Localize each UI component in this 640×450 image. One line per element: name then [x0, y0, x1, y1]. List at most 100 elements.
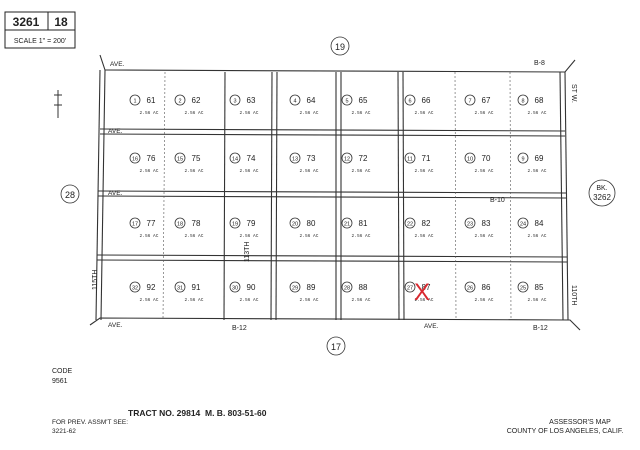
svg-text:CODE: CODE: [52, 368, 73, 375]
parcel-acreage: 2.56 AC: [415, 110, 434, 116]
parcel-number[interactable]: 88: [359, 283, 368, 292]
parcel-acreage: 2.56 AC: [475, 297, 494, 303]
parcel-acreage: 2.56 AC: [415, 297, 434, 303]
parcel-circle-number: 15: [177, 157, 183, 163]
parcel-number[interactable]: 81: [359, 219, 368, 228]
parcel-number[interactable]: 68: [535, 96, 544, 105]
parcel-acreage: 2.56 AC: [528, 297, 547, 303]
parcel-acreage: 2.56 AC: [300, 233, 319, 239]
book-number: 3261: [13, 15, 40, 29]
parcel-number[interactable]: 79: [247, 219, 256, 228]
parcel-circle-number: 5: [345, 99, 348, 105]
parcel-number[interactable]: 91: [192, 283, 201, 292]
parcel-circle: [464, 152, 476, 164]
parcel-number[interactable]: 89: [307, 283, 316, 292]
svg-text:3262: 3262: [593, 193, 611, 202]
parcel-acreage: 2.56 AC: [140, 297, 159, 303]
parcel-number[interactable]: 69: [535, 154, 544, 163]
parcel-acreage: 2.56 AC: [528, 168, 547, 174]
parcel-circle-number: 18: [177, 222, 183, 228]
parcel-number[interactable]: 75: [192, 154, 201, 163]
parcel-circle-number: 13: [292, 157, 298, 163]
parcel-number[interactable]: 61: [147, 96, 156, 105]
parcel-circle: [517, 217, 529, 229]
parcel-acreage: 2.56 AC: [140, 110, 159, 116]
parcel-circle: [174, 217, 186, 229]
parcel-number[interactable]: 82: [422, 219, 431, 228]
parcel-acreage: 2.56 AC: [240, 297, 259, 303]
prev-assessment: FOR PREV. ASSM'T SEE: 3221-62: [52, 419, 128, 435]
parcel-circle-number: 20: [292, 222, 298, 228]
parcel-circle-number: 30: [232, 286, 238, 292]
parcel-circle-number: 14: [232, 157, 238, 163]
street-label: AVE.: [108, 128, 123, 135]
parcel-acreage: 2.56 AC: [300, 110, 319, 116]
parcel-circle: [464, 94, 476, 106]
street-label: AVE.: [108, 322, 123, 329]
parcel-circle-number: 25: [520, 286, 526, 292]
parcel-number[interactable]: 64: [307, 96, 316, 105]
parcel-number[interactable]: 78: [192, 219, 201, 228]
parcel-acreage: 2.56 AC: [352, 297, 371, 303]
parcel-number[interactable]: 85: [535, 283, 544, 292]
parcel-circle: [404, 94, 416, 106]
book-ref-right[interactable]: BK. 3262: [588, 179, 616, 207]
parcel-circle-number: 7: [468, 99, 471, 105]
street-label: AVE.: [108, 190, 123, 197]
sheet-ref-left[interactable]: 28: [60, 184, 80, 204]
block-ref-bottom-right: B-12: [533, 325, 548, 332]
parcel-acreage: 2.56 AC: [240, 233, 259, 239]
parcel-number[interactable]: 70: [482, 154, 491, 163]
parcel-number[interactable]: 62: [192, 96, 201, 105]
parcel-circle-number: 11: [407, 157, 413, 163]
parcel-acreage: 2.56 AC: [300, 168, 319, 174]
parcel-number[interactable]: 84: [535, 219, 544, 228]
parcel-circle: [289, 152, 301, 164]
parcel-acreage: 2.56 AC: [240, 110, 259, 116]
parcel-acreage: 2.56 AC: [185, 297, 204, 303]
parcel-circle: [341, 281, 353, 293]
parcel-number[interactable]: 72: [359, 154, 368, 163]
parcel-acreage: 2.56 AC: [415, 168, 434, 174]
parcel-number[interactable]: 83: [482, 219, 491, 228]
parcel-circle-number: 22: [407, 222, 413, 228]
parcel-number[interactable]: 90: [247, 283, 256, 292]
parcel-number[interactable]: 74: [247, 154, 256, 163]
parcel-number[interactable]: 76: [147, 154, 156, 163]
parcel-number[interactable]: 63: [247, 96, 256, 105]
parcel-circle: [229, 281, 241, 293]
street-label-113th: 113TH: [244, 242, 251, 263]
sheet-ref-top[interactable]: 19: [330, 36, 350, 56]
parcel-number[interactable]: 65: [359, 96, 368, 105]
parcel-acreage: 2.56 AC: [185, 233, 204, 239]
svg-text:ASSESSOR'S MAP: ASSESSOR'S MAP: [549, 419, 611, 426]
parcel-circle-number: 23: [467, 222, 473, 228]
parcel-number[interactable]: 80: [307, 219, 316, 228]
parcel-acreage: 2.56 AC: [185, 168, 204, 174]
svg-text:28: 28: [65, 190, 75, 200]
parcel-number[interactable]: 92: [147, 283, 156, 292]
parcel-circle-number: 3: [233, 99, 236, 105]
assessor-title: ASSESSOR'S MAP COUNTY OF LOS ANGELES, CA…: [507, 419, 624, 435]
tract-info: TRACT NO. 29814 M. B. 803-51-60: [128, 408, 267, 418]
parcel-number[interactable]: 73: [307, 154, 316, 163]
parcel-circle: [289, 94, 301, 106]
parcel-circle-number: 16: [132, 157, 138, 163]
sheet-ref-bottom[interactable]: 17: [326, 336, 346, 356]
parcel-number[interactable]: 77: [147, 219, 156, 228]
parcel-acreage: 2.56 AC: [528, 233, 547, 239]
parcel-circle: [174, 281, 186, 293]
street-label-st-w: ST W.: [570, 84, 577, 103]
parcel-number[interactable]: 86: [482, 283, 491, 292]
svg-text:COUNTY OF LOS ANGELES, CALIF.: COUNTY OF LOS ANGELES, CALIF.: [507, 428, 624, 435]
parcel-acreage: 2.56 AC: [185, 110, 204, 116]
parcel-number[interactable]: 87: [422, 283, 431, 292]
parcel-number[interactable]: 67: [482, 96, 491, 105]
parcel-acreage: 2.56 AC: [300, 297, 319, 303]
parcel-number[interactable]: 66: [422, 96, 431, 105]
parcel-number[interactable]: 71: [422, 154, 431, 163]
parcel-circle-number: 12: [344, 157, 350, 163]
parcel-circle: [129, 281, 141, 293]
parcel-acreage: 2.56 AC: [352, 168, 371, 174]
